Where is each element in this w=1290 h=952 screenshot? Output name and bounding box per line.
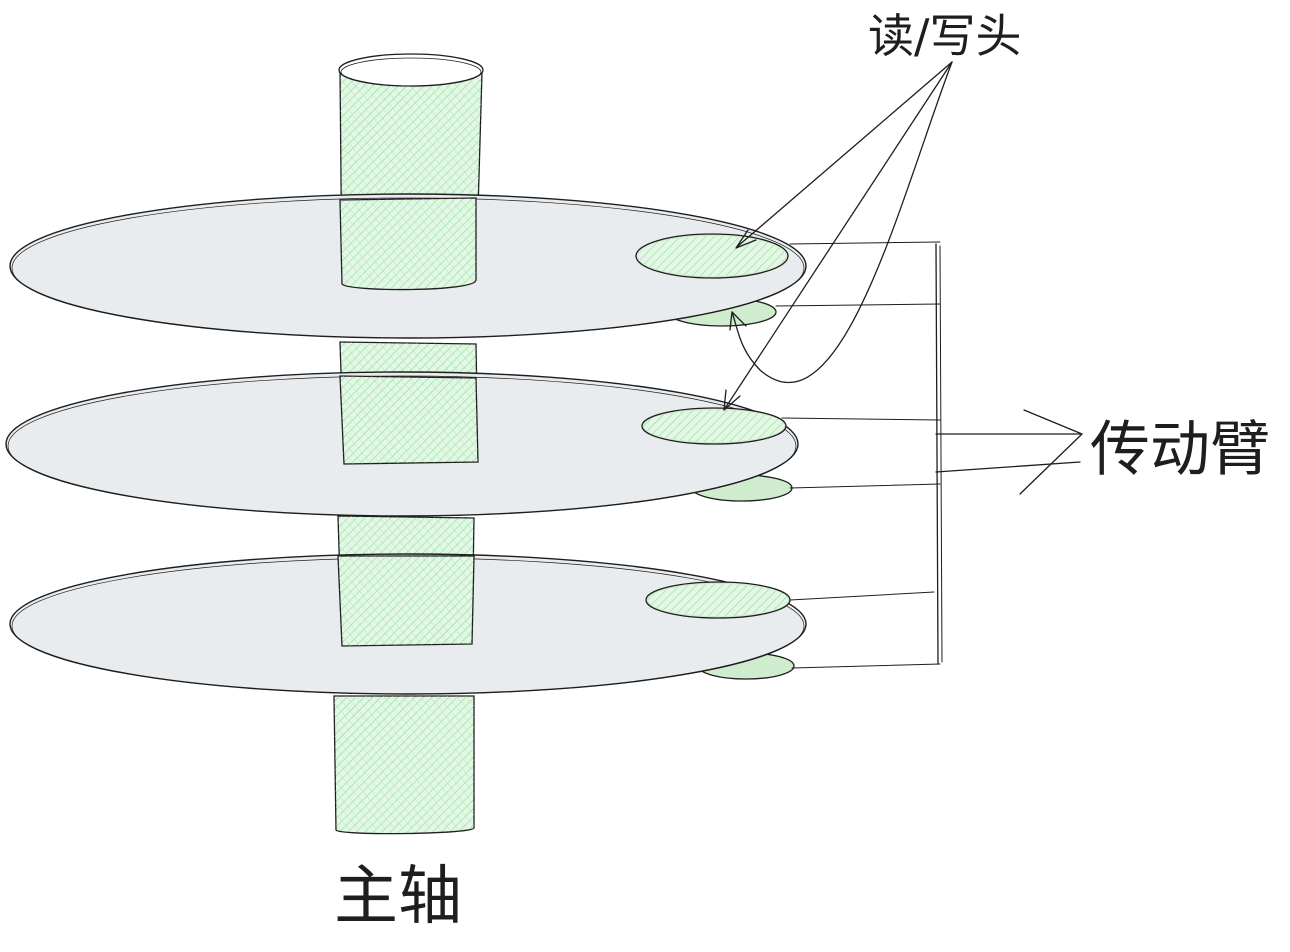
platter-2 [5, 371, 799, 517]
label-spindle: 主轴 [334, 860, 462, 934]
actuator-arrow [935, 409, 1083, 495]
label-actuator-arm: 传动臂 [1090, 415, 1270, 485]
spindle-top-cap [338, 53, 484, 87]
platter-3 [9, 553, 807, 695]
label-read-write-head: 读/写头 [868, 9, 1022, 63]
head-pointer-arrows [723, 61, 953, 411]
actuator-arms [775, 241, 943, 669]
platter-1 [9, 193, 807, 339]
